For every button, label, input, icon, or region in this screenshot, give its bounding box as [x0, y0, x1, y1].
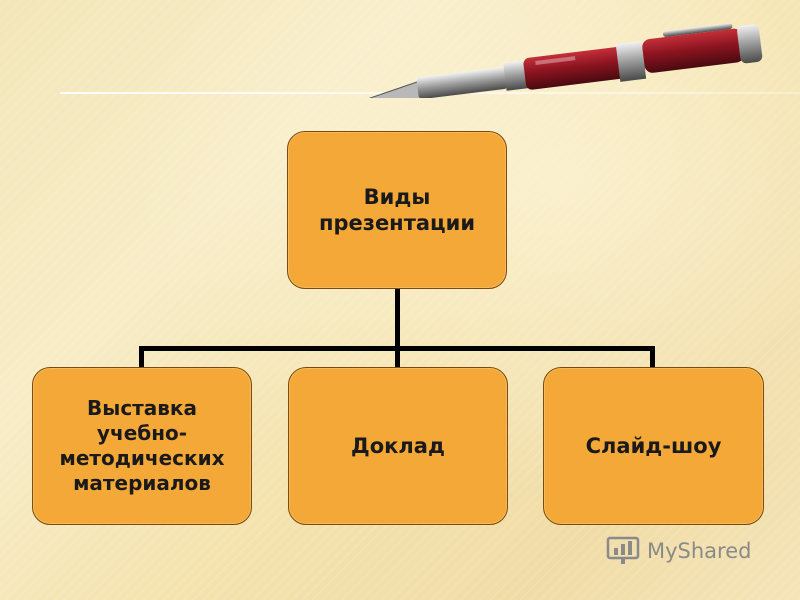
- child-node-exhibition: Выставка учебно- методических материалов: [32, 367, 252, 525]
- child-node-label: Доклад: [351, 434, 445, 458]
- watermark: MyShared: [606, 536, 751, 566]
- connector-right-down: [650, 346, 655, 368]
- connector-left-down: [139, 346, 144, 368]
- myshared-logo-icon: [606, 536, 640, 564]
- child-node-label: Слайд-шоу: [585, 434, 722, 458]
- root-node: Виды презентации: [287, 131, 507, 289]
- root-node-label: Виды презентации: [318, 185, 476, 235]
- fountain-pen-image: [363, 23, 763, 98]
- child-node-report: Доклад: [288, 367, 508, 525]
- child-node-slideshow: Слайд-шоу: [543, 367, 764, 525]
- child-node-label: Выставка учебно- методических материалов: [59, 396, 225, 495]
- connector-middle-down: [395, 346, 400, 368]
- watermark-text: MyShared: [647, 539, 752, 563]
- connector-root-down: [395, 287, 400, 349]
